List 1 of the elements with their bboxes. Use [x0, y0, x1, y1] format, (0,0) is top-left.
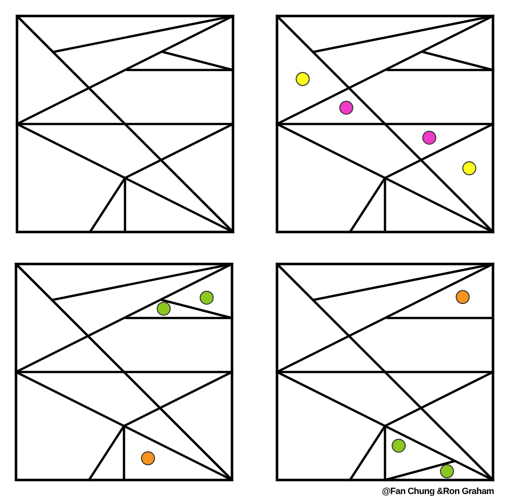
credit-text: @Fan Chung &Ron Graham	[382, 486, 494, 496]
